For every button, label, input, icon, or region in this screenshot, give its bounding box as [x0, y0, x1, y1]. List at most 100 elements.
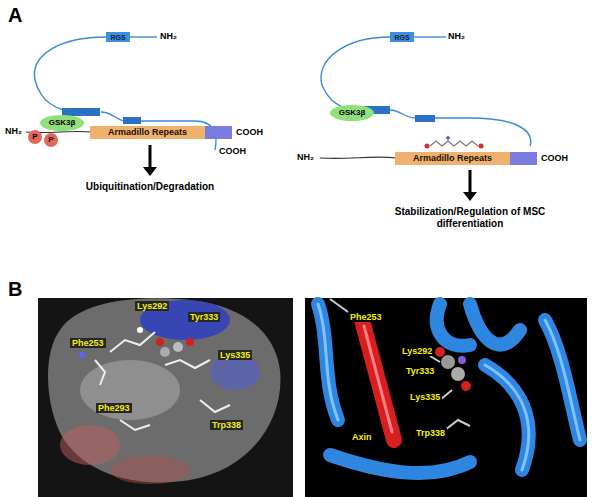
surface-image-part: [95, 332, 230, 430]
node-text: GSK3β: [339, 109, 366, 117]
ribbon-image-part-part: [318, 304, 338, 420]
ribbon-image-part-part: [437, 304, 470, 346]
axin-right-part: [390, 110, 531, 146]
surface-image-part: [186, 338, 194, 346]
small-molecule-part: [425, 144, 430, 149]
terminus-label: COOH: [219, 146, 246, 156]
arrow-right: [463, 170, 477, 201]
terminus-label: NH₂: [297, 152, 314, 162]
terminus-label: NH₂: [448, 31, 465, 41]
ribbon-image-part-part: [330, 299, 348, 312]
ribbon-image-part: [458, 356, 466, 364]
axin-left-part: [34, 37, 106, 112]
ribbon-image-part-part: [545, 320, 580, 440]
surface-image-part: [173, 342, 183, 352]
ribbon-image: [305, 298, 587, 497]
residue-label: Lys335: [408, 392, 442, 402]
ribbon-image-part: [305, 298, 587, 497]
ribbon-image-part: [461, 381, 471, 391]
node-text: P: [32, 133, 37, 141]
surface-image-part: [79, 352, 85, 358]
outcome-text: Stabilization/Regulation of MSC differen…: [372, 206, 568, 229]
surface-image-part-part: [165, 360, 210, 368]
node-text: RGS: [394, 34, 409, 41]
outcome-text: Ubiquitination/Degradation: [50, 181, 250, 193]
beta-catenin-tail-right: [320, 157, 397, 158]
ribbon-image-part: [451, 367, 465, 381]
rgs-domain-box: RGS: [106, 32, 130, 42]
ribbon-image-part: [435, 347, 445, 357]
residue-label: Tyr333: [404, 366, 436, 376]
residue-label: Lys335: [218, 350, 252, 360]
axin-boxes-left-part: [123, 117, 141, 124]
phosphate-circle: P: [44, 133, 58, 147]
arrow-left-part: [149, 145, 152, 169]
residue-label: Trp338: [210, 420, 243, 430]
residue-label: Phe253: [70, 338, 106, 348]
ribbon-image-part-part: [545, 320, 580, 440]
surface-image-part: [60, 425, 120, 465]
ribbon-image-part-part: [485, 365, 529, 470]
surface-image-part: [137, 327, 143, 333]
terminus-label: COOH: [541, 153, 568, 163]
arrow-right-part: [463, 192, 477, 201]
surface-image-part: [156, 338, 164, 346]
arrow-left: [143, 145, 157, 176]
rgs-domain-box: RGS: [390, 32, 414, 42]
node-text: RGS: [110, 34, 125, 41]
surface-image: [38, 298, 293, 497]
node-text: Armadillo Repeats: [413, 154, 492, 163]
panel-letter: A: [8, 4, 22, 27]
gsk3b-ellipse: GSK3β: [330, 105, 374, 121]
axin-right-part: [414, 36, 446, 37]
small-molecule-part: [430, 141, 478, 146]
armadillo-repeats-bar: Armadillo Repeats: [395, 152, 537, 165]
ribbon-image-part: [364, 326, 392, 432]
residue-label: Phe253: [348, 312, 384, 322]
terminus-label: NH₂: [160, 31, 177, 41]
terminus-label: COOH: [236, 127, 263, 137]
residue-label: Trp338: [414, 428, 447, 438]
residue-label: Lys292: [135, 301, 169, 311]
ribbon-image-part: [441, 355, 455, 369]
axin-boxes-right-part: [415, 115, 435, 122]
ribbon-image-part-part: [318, 304, 338, 420]
surface-image-part-part: [200, 400, 230, 412]
arrow-left-part: [143, 167, 157, 176]
gsk3b-ellipse: GSK3β: [40, 115, 84, 131]
ribbon-image-part-part: [470, 304, 520, 345]
residue-label: Lys292: [400, 346, 434, 356]
node-text: P: [48, 136, 53, 144]
ribbon-image-part: [362, 320, 394, 440]
axin-left-part: [130, 36, 157, 37]
ribbon-image-part-part: [430, 356, 440, 362]
surface-image-part: [48, 298, 280, 482]
terminus-label: NH₂: [5, 126, 22, 136]
surface-image-part: [38, 298, 293, 497]
ribbon-image-part: [318, 304, 580, 473]
chain-label: Axin: [350, 432, 374, 442]
small-molecule-part: [479, 144, 484, 149]
ribbon-image-part-part: [485, 365, 529, 470]
armadillo-repeats-bar: Armadillo Repeats: [90, 126, 232, 139]
surface-image-part: [160, 347, 170, 357]
phosphate-circle: P: [28, 130, 42, 144]
ribbon-image-part: [318, 304, 580, 470]
surface-image-part: [110, 456, 190, 484]
surface-image-part-part: [120, 420, 150, 430]
small-molecule: [425, 136, 484, 149]
ribbon-image-part: [330, 299, 470, 430]
surface-image-part-part: [110, 332, 155, 352]
ribbon-image-part-part: [330, 455, 470, 473]
node-text: Armadillo Repeats: [108, 128, 187, 137]
arrow-right-part: [469, 170, 472, 194]
residue-label: Tyr333: [188, 312, 220, 322]
node-text: GSK3β: [49, 119, 76, 127]
axin-right: [321, 37, 531, 146]
surface-image-part: [80, 360, 180, 420]
small-molecule-part: [446, 136, 450, 140]
surface-image-part-part: [95, 360, 105, 385]
residue-label: Phe293: [96, 403, 132, 413]
